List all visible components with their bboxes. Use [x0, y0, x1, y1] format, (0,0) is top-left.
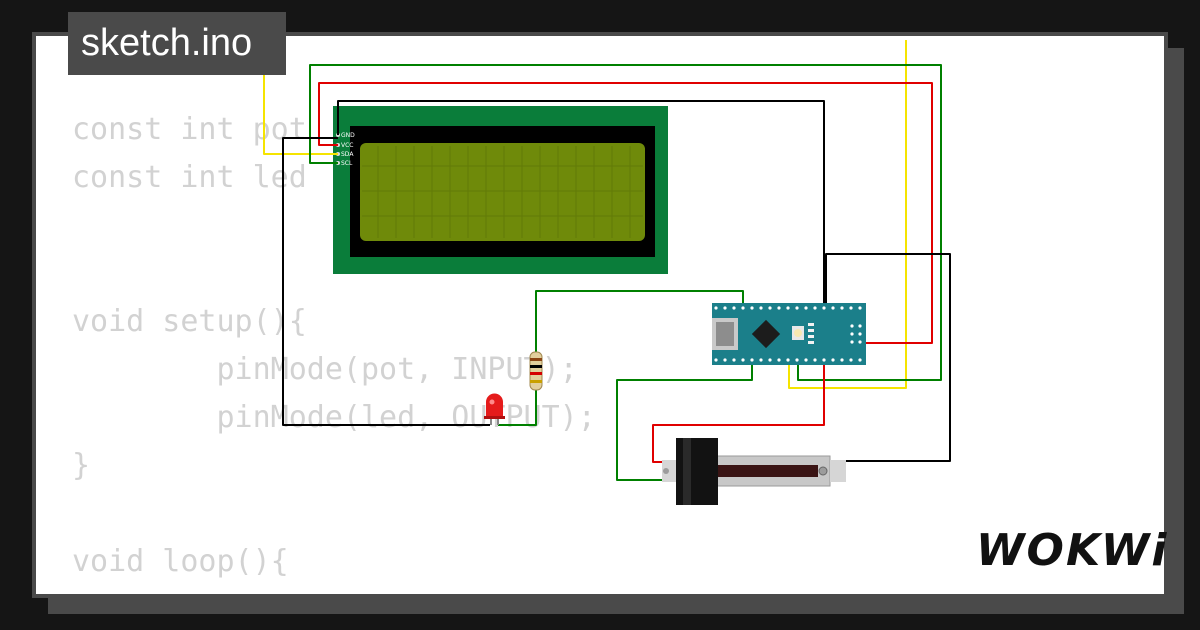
code-line: pinMode(pot, INPUT); [72, 352, 578, 387]
slide-potentiometer[interactable] [662, 438, 846, 505]
lcd-pin-label: VCC [341, 142, 353, 149]
lcd-screen [360, 143, 645, 241]
file-tab[interactable]: sketch.ino [68, 12, 286, 75]
resistor[interactable] [529, 351, 543, 391]
wokwi-logo: WOKWi [976, 525, 1169, 576]
wire-yellow-pot[interactable] [788, 40, 907, 389]
wire-green-lcd[interactable] [309, 64, 942, 381]
code-line: } [72, 448, 91, 483]
wire-red-pot[interactable] [652, 358, 825, 463]
lcd-display[interactable]: GND VCC SDA SCL [333, 106, 668, 274]
code-line: pinMode(led, OUTPUT); [72, 400, 596, 435]
wire-green-led[interactable] [498, 390, 537, 426]
wire-black-gnd[interactable] [282, 137, 490, 426]
code-line: void loop(){ [72, 544, 289, 579]
pot-knob[interactable] [676, 438, 718, 505]
lcd-pin-label: SCL [341, 160, 353, 167]
code-line: int v = analogRead(pot); [72, 586, 649, 594]
wire-green-resistor[interactable] [535, 290, 744, 352]
lcd-pin-label: GND [341, 132, 355, 139]
nano-pin-header [714, 306, 862, 362]
led-red[interactable] [484, 393, 505, 426]
lcd-char-grid [362, 146, 643, 238]
lcd-pin-label: SDA [341, 151, 354, 158]
microcontroller-chip [751, 319, 781, 349]
wire-black-pot[interactable] [825, 253, 951, 462]
wire-black-lcd[interactable] [337, 100, 825, 306]
arduino-nano[interactable] [712, 303, 866, 365]
wire-yellow-sda[interactable] [263, 40, 338, 155]
wire-green-pot[interactable] [616, 358, 753, 481]
pot-track [716, 465, 818, 477]
wire-red-lcd[interactable] [318, 82, 933, 344]
code-line: const int pot [72, 112, 307, 147]
code-line: const int led [72, 160, 307, 195]
